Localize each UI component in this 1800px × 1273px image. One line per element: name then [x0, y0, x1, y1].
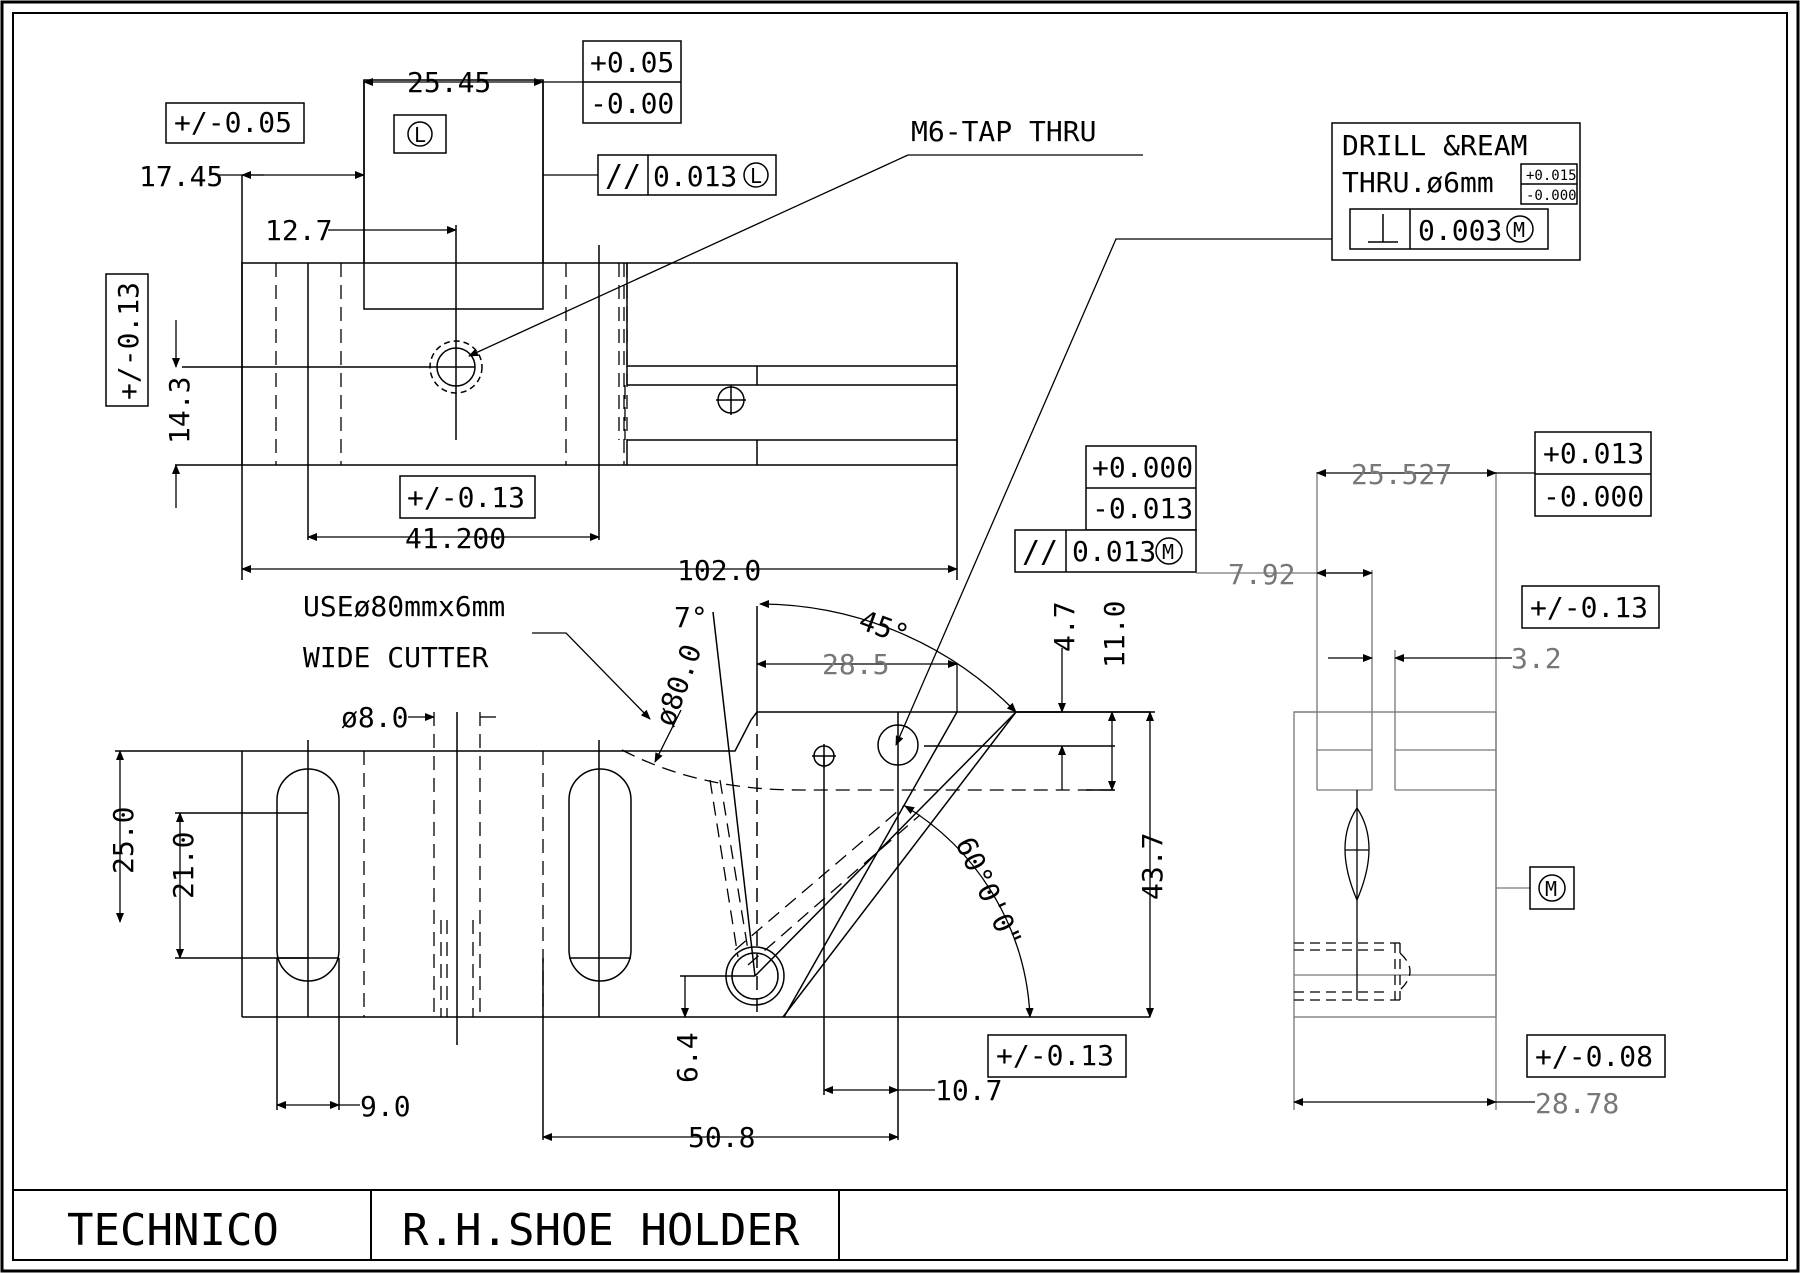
dim-508: 50.8: [688, 1121, 755, 1154]
dim-25527: 25.527: [1351, 458, 1452, 491]
dim-64: 6.4: [671, 1032, 704, 1083]
tol-plus0000: +0.000: [1092, 451, 1193, 484]
dim-1020: 102.0: [677, 554, 761, 587]
symbol-l-circle: [407, 121, 433, 147]
tol-pm013-side: +/-0.13: [1530, 591, 1648, 624]
dim-107: 10.7: [935, 1074, 1002, 1107]
symbol-m-circle-drill: [1506, 215, 1534, 243]
dim-1745: 17.45: [139, 160, 223, 193]
drill-perp-value: 0.003: [1418, 214, 1502, 247]
parallel-value-front: 0.013: [1072, 535, 1156, 568]
drill-line1: DRILL &REAM: [1342, 129, 1527, 162]
tol-pm013-vertical: +/-0.13: [112, 282, 145, 400]
dim-32: 3.2: [1511, 642, 1562, 675]
drill-line2: THRU.ø6mm: [1342, 166, 1494, 199]
company-name: TECHNICO: [67, 1205, 279, 1256]
dim-437: 43.7: [1136, 833, 1169, 900]
cutter-note-1: USEø80mmx6mm: [303, 590, 505, 623]
tol-minus0013: -0.013: [1092, 492, 1193, 525]
top-view: [175, 79, 958, 580]
tol-minus000: -0.00: [590, 87, 674, 120]
m6-note: M6-TAP THRU: [911, 115, 1096, 148]
dim-2878: 28.78: [1535, 1087, 1619, 1120]
front-view-dimensions: [116, 600, 1154, 1141]
tol-pm008: +/-0.08: [1535, 1040, 1653, 1073]
symbol-l-2: L: [750, 164, 762, 188]
dim-110: 11.0: [1098, 601, 1131, 668]
drill-tol-minus: -0.000: [1526, 188, 1577, 204]
dim-127: 12.7: [265, 214, 332, 247]
dim-90: 9.0: [360, 1090, 411, 1123]
dim-210: 21.0: [167, 832, 200, 899]
symbol-l: L: [414, 123, 426, 147]
drill-symbol-m: M: [1513, 218, 1525, 242]
drill-tol-plus: +0.015: [1526, 168, 1577, 184]
front-view-boxes: [987, 445, 1197, 1078]
dim-47: 4.7: [1048, 601, 1081, 652]
symbol-m-front: M: [1162, 540, 1174, 564]
tol-pm013-box: +/-0.13: [407, 481, 525, 514]
tol-minus0000: -0.000: [1543, 480, 1644, 513]
dim-250: 25.0: [107, 807, 140, 874]
tol-plus0013: +0.013: [1543, 437, 1644, 470]
tol-pm005: +/-0.05: [174, 106, 292, 139]
symbol-m-circle-front: [1155, 537, 1183, 565]
symbol-l-circle-2: [743, 162, 769, 188]
drill-leader: [895, 238, 1332, 746]
side-view-boxes: [1521, 431, 1666, 1078]
symbol-m-side: M: [1545, 877, 1557, 901]
dim-792: 7.92: [1228, 558, 1295, 591]
parallel-value: 0.013: [653, 160, 737, 193]
side-view: [1293, 472, 1530, 1110]
dim-285: 28.5: [822, 648, 889, 681]
parallel-symbol-front: //: [1022, 535, 1058, 570]
cutter-note-2: WIDE CUTTER: [303, 641, 489, 674]
angle-7: 7°: [674, 601, 708, 634]
dim-143: 14.3: [163, 377, 196, 444]
tol-plus005: +0.05: [590, 46, 674, 79]
part-name: R.H.SHOE HOLDER: [402, 1205, 800, 1256]
angle-60: 60°0'0": [949, 832, 1029, 953]
parallel-symbol: //: [605, 159, 641, 194]
dim-41200: 41.200: [405, 522, 506, 555]
top-view-dimensions: [172, 78, 1143, 573]
symbol-m-circle-side: [1538, 874, 1566, 902]
angle-45: 45°: [855, 604, 914, 652]
dia-80: ø8.0: [341, 701, 408, 734]
dim-2545: 25.45: [407, 66, 491, 99]
dia-800: ø80.0: [649, 640, 709, 730]
drill-note-box: [1331, 122, 1581, 261]
front-view: [115, 606, 1155, 1140]
tol-pm013-front: +/-0.13: [996, 1039, 1114, 1072]
side-view-dimensions: [1196, 469, 1535, 1106]
top-view-boxes: [105, 40, 777, 519]
